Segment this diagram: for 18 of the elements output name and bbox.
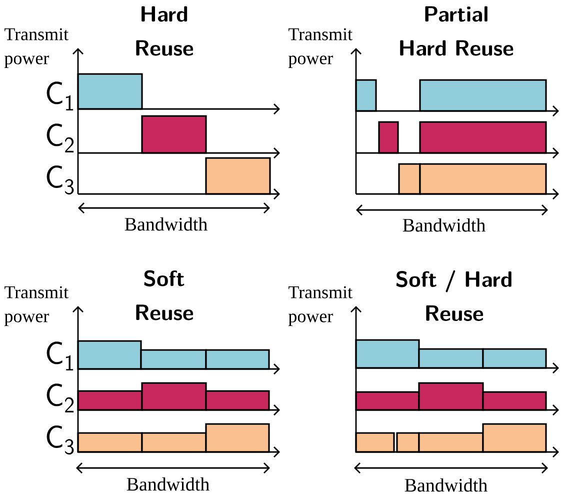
cell-label: C$_{2}$ xyxy=(46,124,74,152)
axis-label: Transmit power xyxy=(4,28,68,68)
axis-label: Bandwidth xyxy=(124,217,208,231)
axis-label: Transmit power xyxy=(288,286,352,326)
panel-title: Soft Reuse xyxy=(136,270,194,320)
axis-label: Bandwidth xyxy=(404,478,488,492)
cell-label: C$_{1}$ xyxy=(46,82,74,110)
cell-label: C$_{3}$ xyxy=(46,425,74,455)
axis-label: Transmit power xyxy=(288,28,352,68)
cell-label: C$_{1}$ xyxy=(46,342,74,370)
panel-title: Hard Reuse xyxy=(136,6,194,56)
panel-title: Partial Hard Reuse xyxy=(400,6,514,56)
cell-label: C$_{3}$ xyxy=(46,165,74,195)
axis-label: Bandwidth xyxy=(402,218,486,232)
axis-label: Bandwidth xyxy=(126,477,210,491)
axis-label: Transmit power xyxy=(4,286,68,326)
cell-label: C$_{2}$ xyxy=(46,384,74,412)
panel-title: Soft / Hard Reuse xyxy=(396,270,512,321)
